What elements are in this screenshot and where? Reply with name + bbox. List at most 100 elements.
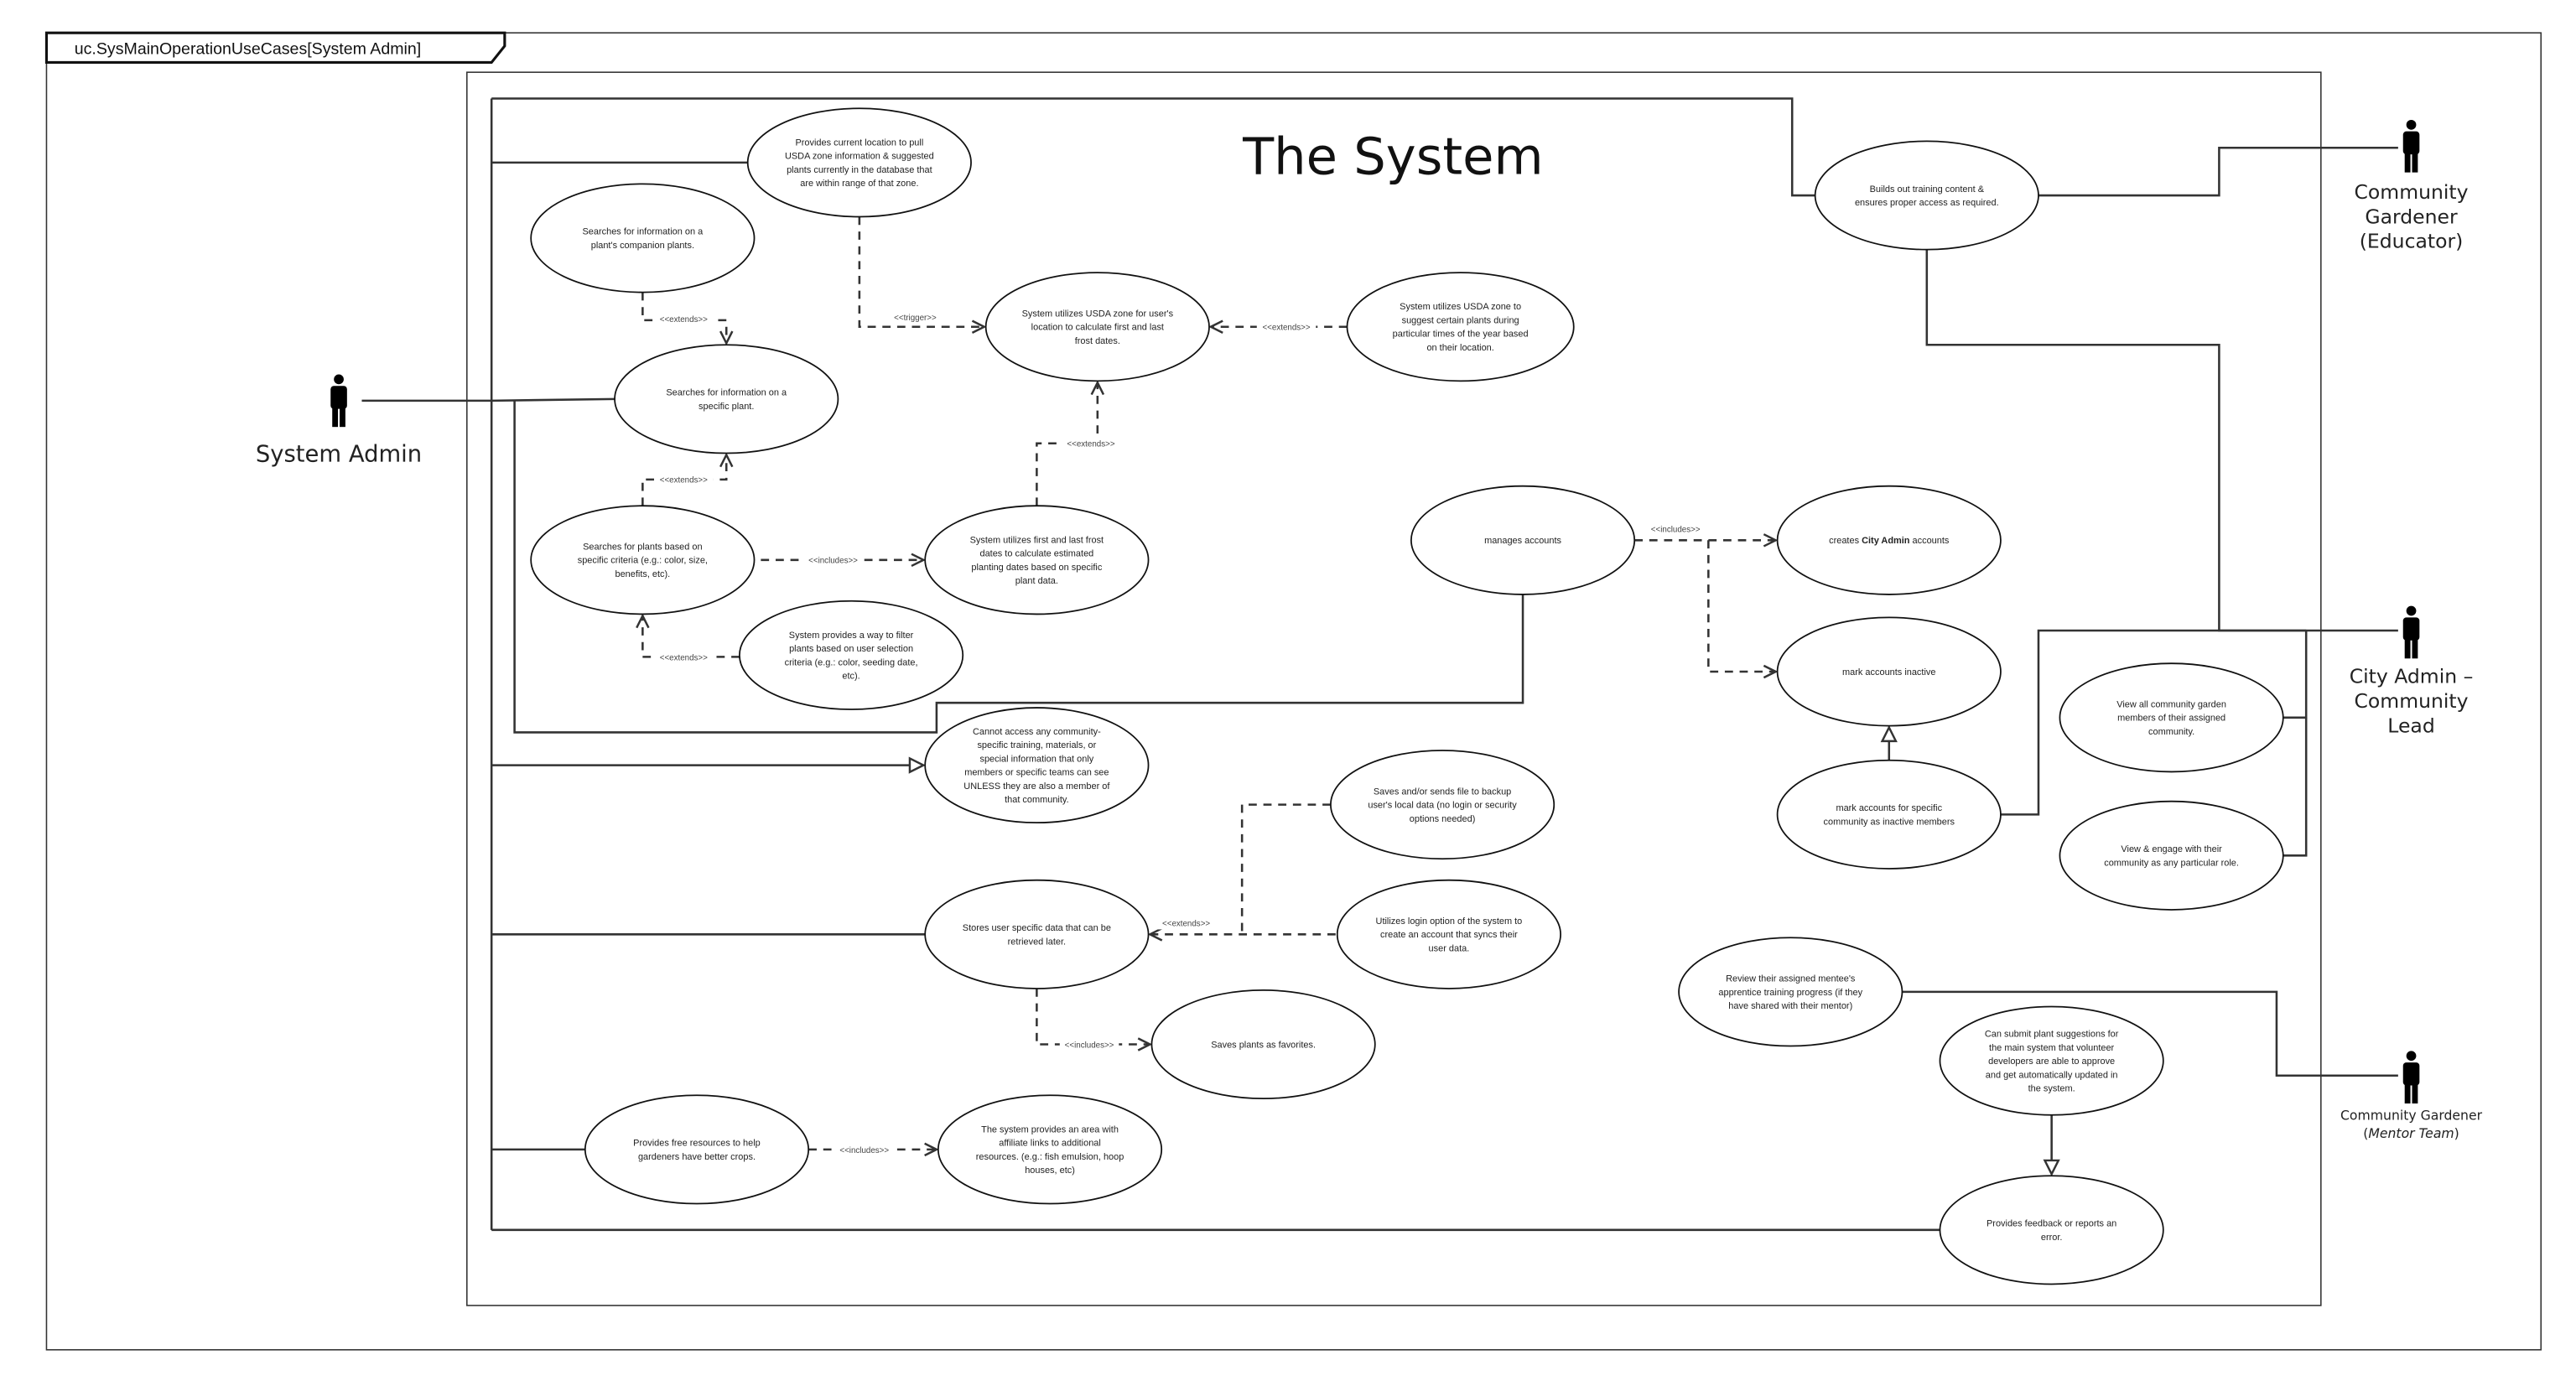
- use-case-text: Builds out training content &: [1870, 184, 1985, 195]
- use-case-text: plant data.: [1015, 576, 1058, 586]
- frame-label-tab: [44, 31, 506, 64]
- use-case-ellipse[interactable]: [1336, 879, 1561, 989]
- use-case-manages-accounts[interactable]: manages accounts: [1410, 485, 1636, 595]
- use-case-login-sync[interactable]: Utilizes login option of the system tocr…: [1336, 879, 1561, 989]
- use-case-planting-dates[interactable]: System utilizes first and last frostdate…: [924, 505, 1150, 615]
- use-case-text: etc).: [842, 672, 860, 682]
- use-case-text: mark accounts inactive: [1842, 667, 1935, 678]
- use-case-ellipse[interactable]: [924, 505, 1150, 615]
- dependency-arrow: [641, 292, 726, 344]
- label-background: [654, 474, 714, 486]
- association-line: [491, 97, 1815, 197]
- use-case-text: dates to calculate estimated: [979, 549, 1093, 559]
- use-case-ellipse[interactable]: [1678, 937, 1903, 1047]
- use-case-ellipse[interactable]: [924, 879, 1150, 989]
- use-case-ellipse[interactable]: [530, 505, 756, 615]
- use-case-text: System utilizes USDA zone to: [1400, 302, 1521, 312]
- use-case-text: community.: [2148, 727, 2194, 737]
- use-case-ellipse[interactable]: [1410, 485, 1636, 595]
- use-case-text: Searches for plants based on: [583, 542, 702, 552]
- association-line: [1902, 990, 2398, 1077]
- use-case-ellipse[interactable]: [1150, 989, 1376, 1100]
- use-case-ellipse[interactable]: [984, 272, 1210, 382]
- use-case-text: View & engage with their: [2121, 844, 2222, 854]
- relationship-label-extends: <<extends>>: [660, 476, 708, 485]
- use-case-creates-city-admin[interactable]: creates City Admin accounts: [1776, 485, 2002, 595]
- dependency-arrow: [642, 615, 740, 658]
- label-background: [1059, 1039, 1119, 1051]
- connectors: [361, 97, 2398, 1232]
- use-case-text: specific plant.: [699, 402, 754, 412]
- use-case-text: ensures proper access as required.: [1855, 198, 1999, 208]
- association-line: [491, 397, 615, 402]
- use-case-text: suggest certain plants during: [1402, 316, 1519, 326]
- use-case-usda-frost-dates[interactable]: System utilizes USDA zone for user'sloca…: [984, 272, 1210, 382]
- actor-label: (Mentor Team): [2363, 1125, 2459, 1141]
- use-case-ellipse[interactable]: [1330, 750, 1555, 860]
- use-case-affiliate-links[interactable]: The system provides an area withaffiliat…: [937, 1094, 1163, 1205]
- use-case-ellipse[interactable]: [1346, 272, 1575, 382]
- use-case-ellipse[interactable]: [1776, 485, 2002, 595]
- actor-label: Community: [2355, 180, 2469, 204]
- association-line: [2000, 629, 2307, 816]
- use-case-text: Saves and/or sends file to backup: [1374, 787, 1511, 797]
- use-case-mark-inactive[interactable]: mark accounts inactive: [1776, 616, 2002, 727]
- use-case-ellipse[interactable]: [1939, 1005, 2164, 1116]
- use-case-ellipse[interactable]: [1939, 1175, 2164, 1285]
- use-case-ellipse[interactable]: [924, 707, 1150, 824]
- use-case-ellipse[interactable]: [2059, 662, 2284, 773]
- use-case-ellipse[interactable]: [530, 183, 756, 293]
- association-line: [2283, 717, 2308, 857]
- use-case-ellipse[interactable]: [2059, 800, 2284, 911]
- actor-system-admin[interactable]: System Admin: [256, 374, 422, 468]
- use-case-ellipse[interactable]: [746, 107, 972, 218]
- use-case-ellipse[interactable]: [584, 1094, 810, 1205]
- use-case-backup-file[interactable]: Saves and/or sends file to backupuser's …: [1330, 750, 1555, 860]
- actor-label: City Admin –: [2350, 665, 2474, 688]
- actor-label: (Educator): [2360, 230, 2464, 253]
- stick-figure-icon: [2402, 1051, 2420, 1104]
- use-case-text: developers are able to approve: [1988, 1057, 2115, 1067]
- use-case-ellipse[interactable]: [1814, 140, 2039, 251]
- label-background: [1156, 917, 1216, 930]
- use-case-stores-user-data[interactable]: Stores user specific data that can beret…: [924, 879, 1150, 989]
- use-case-text: special information that only: [979, 754, 1093, 764]
- use-case-text: frost dates.: [1075, 336, 1120, 346]
- use-case-builds-training[interactable]: Builds out training content & ensures pro…: [1814, 140, 2039, 251]
- actor-label: Community Gardener: [2340, 1108, 2483, 1124]
- label-background: [654, 652, 714, 664]
- use-case-usda-suggest-plants[interactable]: System utilizes USDA zone to suggest cert…: [1346, 272, 1575, 382]
- use-case-text: the main system that volunteer: [1989, 1043, 2115, 1053]
- use-case-saves-favorites[interactable]: Saves plants as favorites.: [1150, 989, 1376, 1100]
- use-case-ellipse[interactable]: [937, 1094, 1163, 1205]
- use-case-text: the system.: [2028, 1084, 2075, 1094]
- use-case-text: error.: [2041, 1233, 2063, 1243]
- use-case-text: manages accounts: [1484, 536, 1561, 546]
- use-case-ellipse[interactable]: [614, 344, 839, 454]
- use-case-free-resources[interactable]: Provides free resources to helpgardeners…: [584, 1094, 810, 1205]
- use-case-review-mentee[interactable]: Review their assigned mentee'sapprentice…: [1678, 937, 1903, 1047]
- use-case-ellipse[interactable]: [1776, 759, 2002, 870]
- use-case-text: Stores user specific data that can be: [963, 923, 1111, 933]
- use-case-cannot-access[interactable]: Cannot access any community-specific tra…: [924, 707, 1150, 824]
- use-case-ellipse[interactable]: [1776, 616, 2002, 727]
- use-case-text: Cannot access any community-: [973, 727, 1101, 737]
- use-case-text: are within range of that zone.: [800, 179, 918, 189]
- use-case-ellipse[interactable]: [739, 600, 964, 710]
- actor-community-gardener-mentor-team[interactable]: Community Gardener(Mentor Team): [2340, 1051, 2483, 1141]
- use-case-text: System provides a way to filter: [789, 631, 914, 641]
- relationship-label-extends: <<extends>>: [660, 315, 708, 324]
